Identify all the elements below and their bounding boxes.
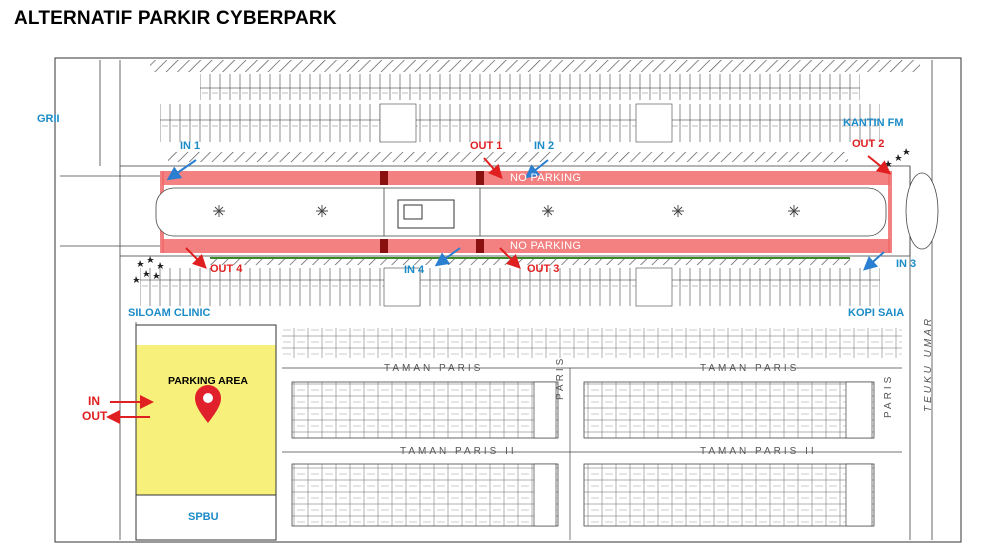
hedge-left [133,256,164,283]
landmark-kopi-saia: KOPI SAIA [848,307,905,319]
street-taman-paris-ii-1: TAMAN PARIS II [400,446,517,457]
parking-in-label: IN [88,394,100,408]
top-lots-row-1 [200,74,860,100]
median [155,187,887,237]
median-booth [397,199,455,229]
page-title: ALTERNATIF PARKIR CYBERPARK [14,8,337,29]
parking-area-label: PARKING AREA [168,375,248,387]
street-paris-1: PARIS [555,355,566,400]
entrance-in4-label: IN 4 [404,264,425,276]
landmark-grii: GRII [37,113,60,125]
in4-arrow [434,247,461,267]
exit-out2-label: OUT 2 [852,138,885,150]
lower-kerb [210,257,850,265]
out3-arrow [499,247,521,269]
block-b [583,381,875,439]
entrance-in3-label: IN 3 [896,258,917,270]
top-lots-row-2 [160,104,880,142]
street-taman-paris-1: TAMAN PARIS [384,363,484,374]
block-d [583,463,875,527]
landmark-spbu: SPBU [188,511,219,523]
roundabout [905,172,939,250]
in3-arrow [863,251,885,271]
exit-out1-label: OUT 1 [470,140,503,152]
landmark-kantin-fm: KANTIN FM [843,117,904,129]
exit-out3-label: OUT 3 [527,263,560,275]
block-row-top [282,328,902,358]
no-parking-top-label: NO PARKING [510,172,582,184]
no-parking-strip-bottom [162,239,890,253]
no-parking-bottom-label: NO PARKING [510,240,582,252]
street-teuku-umar: TEUKU UMAR [923,315,934,412]
out4-arrow [185,247,207,269]
street-paris-2: PARIS [883,373,894,418]
exit-out4-label: OUT 4 [210,263,243,275]
top-roof-strip [150,60,920,72]
location-pin-icon [194,384,221,423]
street-taman-paris-ii-2: TAMAN PARIS II [700,446,817,457]
upper-kerb [168,152,848,162]
block-a [291,381,559,439]
landmark-siloam-clinic: SILOAM CLINIC [128,307,211,319]
street-taman-paris-2: TAMAN PARIS [700,363,800,374]
median-trees [213,205,800,217]
in2-arrow [524,159,549,179]
out2-arrow [867,155,892,175]
block-c [291,463,559,527]
in1-arrow [166,159,197,181]
entrance-in2-label: IN 2 [534,140,555,152]
parking-out-label: OUT [82,409,108,423]
entrance-in1-label: IN 1 [180,140,201,152]
lower-lots-row [140,268,880,306]
out1-arrow [483,157,503,179]
